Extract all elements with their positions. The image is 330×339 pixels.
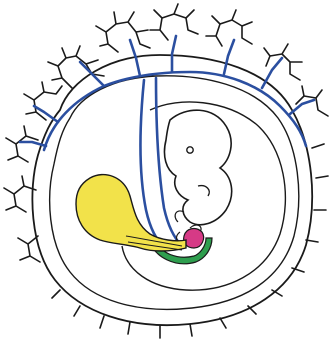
vessel-branch-3 — [172, 36, 176, 72]
villus-top-b — [150, 4, 198, 40]
embryo — [164, 110, 231, 225]
villus-left-mid — [6, 126, 38, 162]
vessel-branch-4 — [224, 40, 234, 74]
villus-left-lower — [4, 176, 36, 212]
vessel-branch-1 — [80, 62, 104, 86]
villus-top-right — [206, 10, 252, 46]
villus-top-a — [96, 12, 150, 52]
villus-top-left — [48, 46, 104, 88]
vessel-branch-6 — [290, 100, 314, 114]
vessel-branch-5 — [262, 58, 282, 88]
yolk-sac — [76, 175, 186, 251]
chorion-outer-membrane — [32, 55, 312, 325]
